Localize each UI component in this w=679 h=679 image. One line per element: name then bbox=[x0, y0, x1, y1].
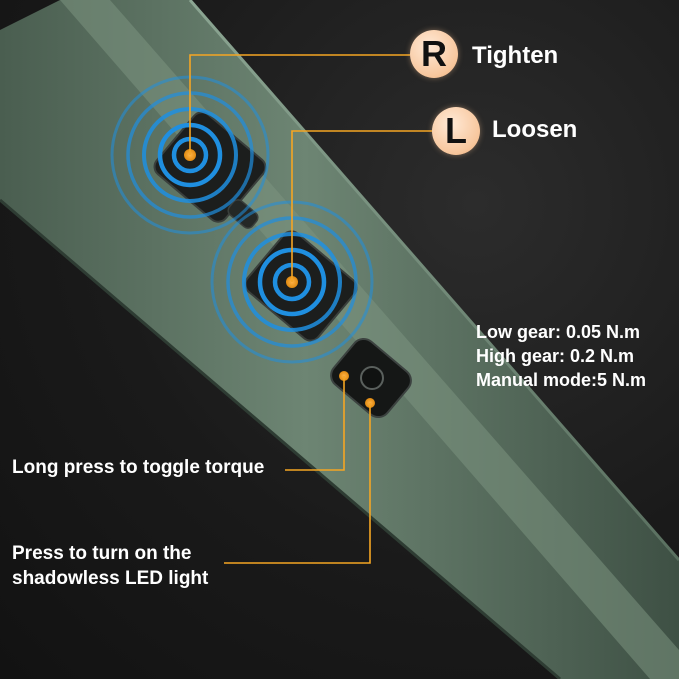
loosen-badge: L bbox=[432, 107, 480, 155]
long-press-label: Long press to toggle torque bbox=[12, 457, 265, 478]
leader-lines bbox=[189, 54, 432, 564]
light-label-line2: shadowless LED light bbox=[12, 568, 209, 589]
light-label: Press to turn on the shadowless LED ligh… bbox=[12, 541, 208, 591]
tighten-label: Tighten bbox=[472, 42, 559, 69]
light-label-line1: Press to turn on the bbox=[12, 543, 192, 564]
loosen-letter: L bbox=[445, 110, 467, 151]
spec-high-gear: High gear: 0.2 N.m bbox=[476, 346, 635, 366]
torque-specs: Low gear: 0.05 N.m High gear: 0.2 N.m Ma… bbox=[476, 320, 646, 392]
mode-button[interactable] bbox=[360, 366, 384, 390]
spec-low-gear: Low gear: 0.05 N.m bbox=[476, 322, 641, 342]
loosen-label: Loosen bbox=[492, 116, 578, 143]
spec-manual-mode: Manual mode:5 N.m bbox=[476, 370, 647, 390]
tighten-letter: R bbox=[421, 33, 447, 74]
tighten-badge: R bbox=[410, 30, 458, 78]
